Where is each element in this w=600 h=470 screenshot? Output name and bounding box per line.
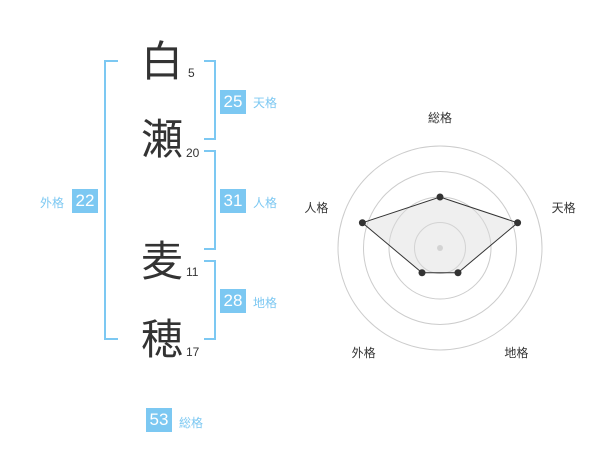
radar-center xyxy=(437,245,443,251)
gaikaku-value: 22 xyxy=(72,189,98,213)
gaikaku-bracket xyxy=(104,60,118,340)
name-char-4: 穂 xyxy=(140,315,183,364)
radar-axis-label: 天格 xyxy=(552,200,576,215)
radar-ring xyxy=(414,222,466,274)
radar-axis-label: 総格 xyxy=(428,110,452,125)
chikaku-value: 28 xyxy=(220,289,246,313)
radar-point xyxy=(418,269,426,277)
radar-point xyxy=(358,219,366,227)
soukaku-label: 総格 xyxy=(179,416,204,430)
stroke-count-1: 5 xyxy=(188,66,195,80)
tenkaku-value: 25 xyxy=(220,90,246,114)
stroke-count-2: 20 xyxy=(186,146,200,160)
radar-point xyxy=(514,219,522,227)
radar-axis-label: 外格 xyxy=(352,345,376,360)
radar-axis-label: 人格 xyxy=(304,200,328,215)
radar-area xyxy=(361,196,519,274)
radar-axis-label: 地格 xyxy=(504,345,528,360)
name-char-1: 白 xyxy=(140,37,183,86)
jinkaku-label: 人格 xyxy=(253,196,278,210)
jinkaku-bracket xyxy=(204,150,216,250)
name-char-2: 瀬 xyxy=(140,115,183,164)
stroke-count-4: 17 xyxy=(186,345,200,359)
jinkaku-value: 31 xyxy=(220,189,246,213)
radar-point xyxy=(454,269,462,277)
soukaku-value: 53 xyxy=(146,408,172,432)
tenkaku-bracket xyxy=(204,60,216,140)
radar-ring xyxy=(363,171,517,325)
chikaku-bracket xyxy=(204,260,216,340)
chikaku-label: 地格 xyxy=(253,296,278,310)
tenkaku-label: 天格 xyxy=(253,96,278,110)
gaikaku-label: 外格 xyxy=(40,196,65,210)
stroke-count-3: 11 xyxy=(186,265,199,279)
radar-ring xyxy=(337,145,543,351)
radar-point xyxy=(436,193,444,201)
name-char-3: 麦 xyxy=(140,237,183,286)
